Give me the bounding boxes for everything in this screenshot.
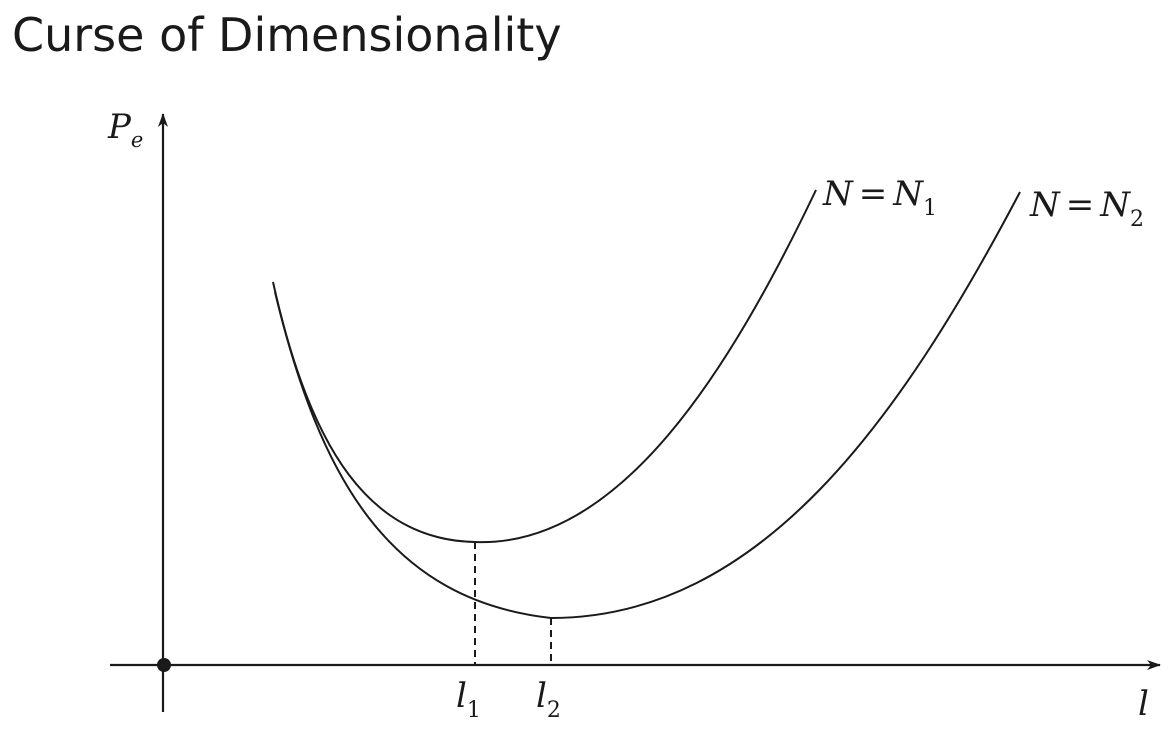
- origin-point: [157, 658, 171, 672]
- tick-label-l2: l2: [536, 676, 561, 723]
- x-axis-label: l: [1138, 684, 1149, 724]
- y-axis-label: Pe: [107, 107, 143, 152]
- slide-title: Curse of Dimensionality: [12, 8, 562, 62]
- series-line-n2: [274, 191, 1021, 620]
- series-label-n2: N=N2: [1029, 185, 1144, 232]
- tick-label-l1: l1: [456, 676, 481, 723]
- series-label-n1: N=N1: [822, 174, 937, 221]
- series-line-n1: [272, 189, 817, 544]
